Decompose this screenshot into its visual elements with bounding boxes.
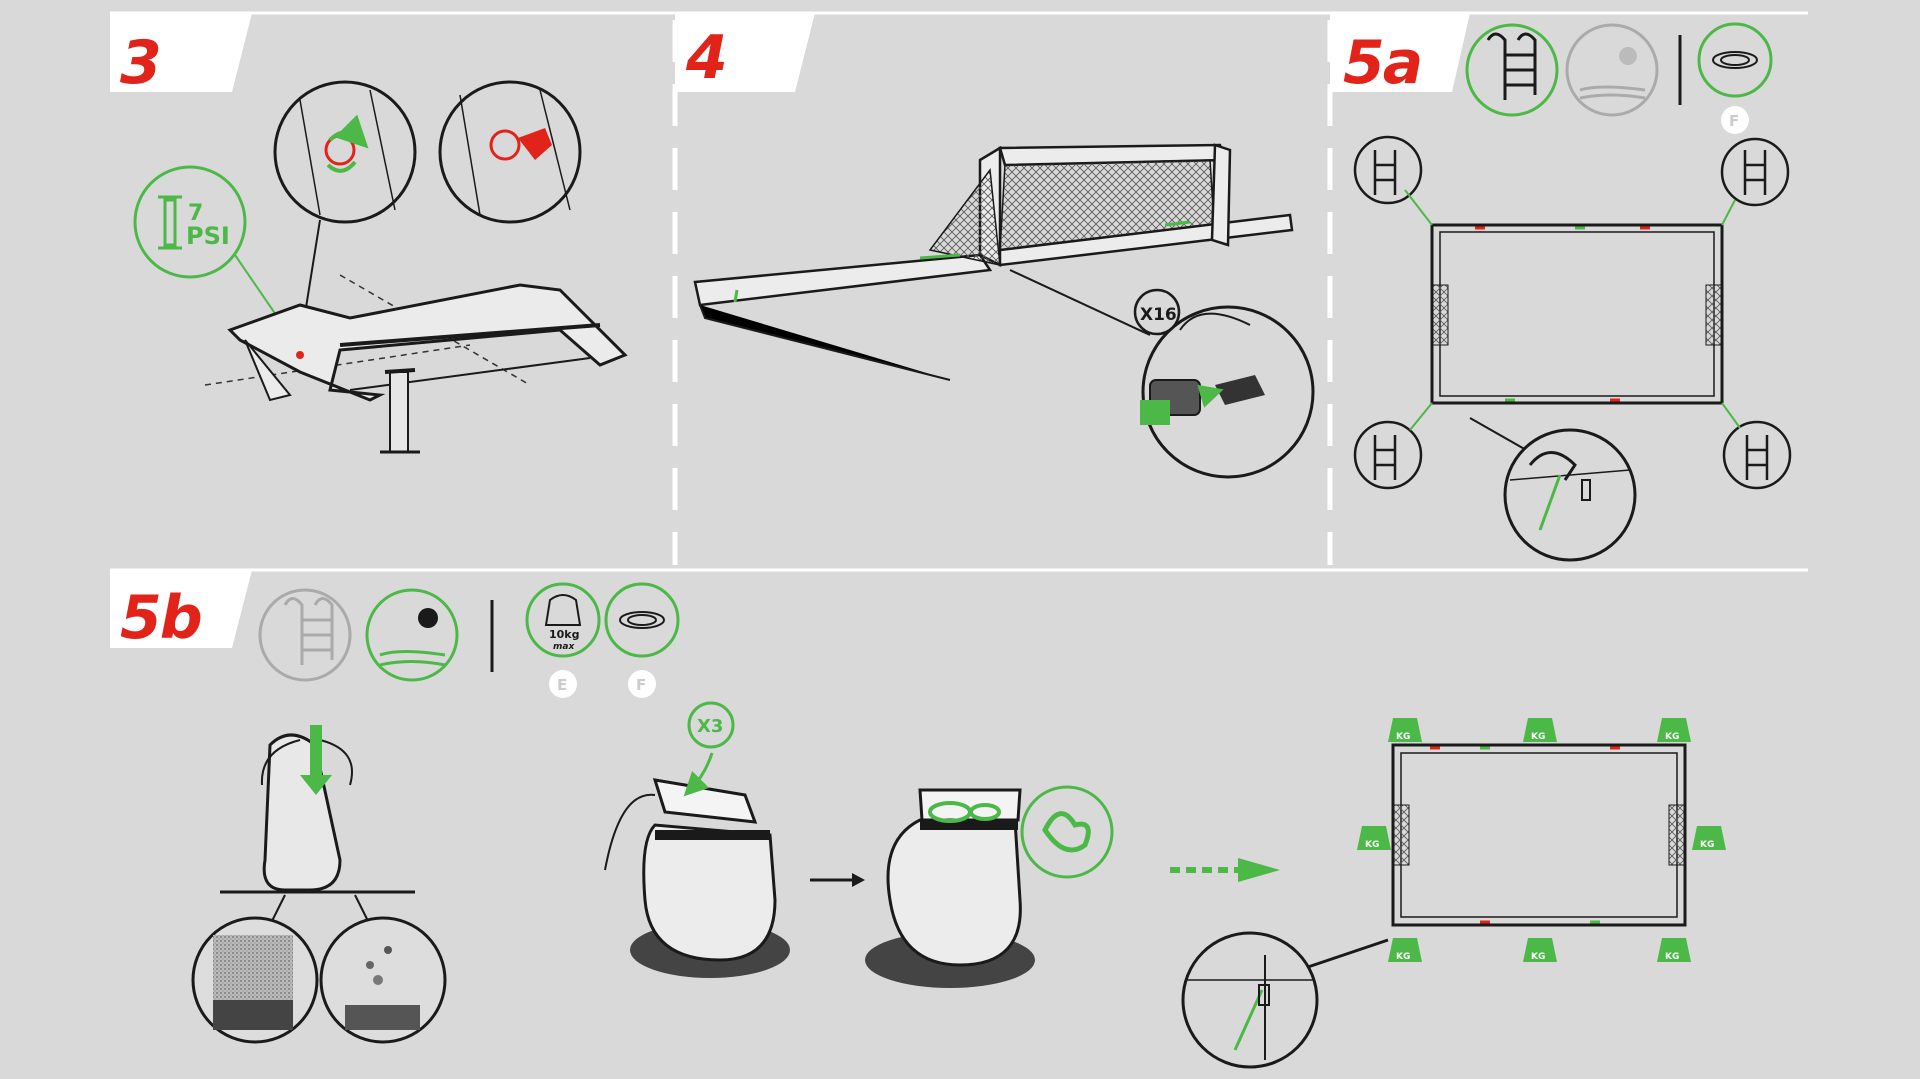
panel-frames: [110, 11, 1808, 572]
weight-icon: KG: [1388, 938, 1422, 962]
svg-text:KG: KG: [1365, 840, 1379, 850]
pool-frame-top-view: [1430, 223, 1724, 405]
rope-tie-detail-5b: [1181, 931, 1319, 1069]
pool-ladder-icon: [1465, 23, 1559, 117]
step-4-panel: 4 X16: [675, 13, 1315, 479]
step-5b-number: 5b: [120, 583, 201, 653]
part-label-f-5a: F: [1729, 112, 1739, 130]
rope-icon-5b: [604, 582, 680, 658]
pool-ladder-icon-inactive: [258, 588, 352, 682]
ladder-corner-br: [1721, 402, 1792, 490]
step-5a-panel: 5a F: [1330, 13, 1792, 562]
count-badge-x16: X16: [1133, 288, 1181, 336]
pressure-gauge-icon: 7 PSI: [133, 165, 301, 351]
beach-sun-icon-active: [365, 588, 459, 682]
ladder-corner-tl: [1353, 135, 1433, 226]
pump-icon: [380, 368, 420, 454]
ladder-corner-tr: [1720, 137, 1790, 226]
clip-detail: [1140, 305, 1315, 479]
beach-sun-icon: [1565, 23, 1659, 117]
weight-icon: KG: [1523, 938, 1557, 962]
pool-frame-weighted: [1391, 743, 1687, 927]
step-3-badge: [110, 13, 252, 92]
dashed-arrow-icon: [1170, 858, 1280, 882]
step-3-number: 3: [120, 28, 160, 98]
weight-icon: KG: [1523, 718, 1557, 742]
weight-icon: KG: [1657, 938, 1691, 962]
step-4-number: 4: [685, 23, 726, 93]
pressure-value: 7: [188, 201, 203, 226]
weight-icon: KG: [1357, 826, 1391, 850]
ladder-corner-bl: [1353, 402, 1433, 490]
arrow-right-icon: [810, 873, 865, 887]
part-label-f-5b: F: [636, 676, 646, 694]
inflatable-frame: [204, 274, 628, 402]
weight-icon: KG: [1692, 826, 1726, 850]
count-x16: X16: [1140, 305, 1177, 325]
weight-icon: KG: [1388, 718, 1422, 742]
step-5b-badge: [110, 570, 252, 648]
goal-frame: [693, 143, 1294, 381]
rope-tie-detail-5a: [1503, 428, 1637, 562]
svg-text:KG: KG: [1396, 732, 1410, 742]
step-5a-badge: [1330, 13, 1470, 92]
sand-fill-detail: [191, 916, 319, 1044]
svg-text:KG: KG: [1700, 840, 1714, 850]
rope-icon: [1697, 22, 1773, 98]
svg-text:KG: KG: [1665, 952, 1679, 962]
svg-text:KG: KG: [1531, 732, 1545, 742]
tied-sandbag: [865, 785, 1114, 988]
weight-value: 10kg: [549, 628, 580, 641]
svg-text:KG: KG: [1665, 732, 1679, 742]
stone-fill-detail: [319, 916, 447, 1044]
svg-text:KG: KG: [1531, 952, 1545, 962]
fill-sandbag: [220, 725, 415, 936]
weight-icon: KG: [1657, 718, 1691, 742]
valve-open-detail: [273, 80, 417, 224]
valve-closed-detail: [438, 80, 582, 224]
step-3-panel: 3 7 PSI: [110, 13, 628, 454]
pressure-unit: PSI: [186, 222, 230, 250]
weight-markers: KG KG KG KG KG KG: [1357, 718, 1726, 962]
count-x3: X3: [697, 716, 723, 737]
part-label-e: E: [557, 676, 567, 694]
step-4-badge: [675, 13, 815, 92]
svg-text:KG: KG: [1396, 952, 1410, 962]
step-5b-panel: 5b 10kg max E F: [110, 570, 1726, 1069]
fold-sandbag: X3: [604, 701, 790, 978]
step-5a-number: 5a: [1343, 28, 1421, 98]
sandbag-weight-icon: 10kg max: [525, 582, 601, 658]
weight-note: max: [553, 642, 575, 652]
